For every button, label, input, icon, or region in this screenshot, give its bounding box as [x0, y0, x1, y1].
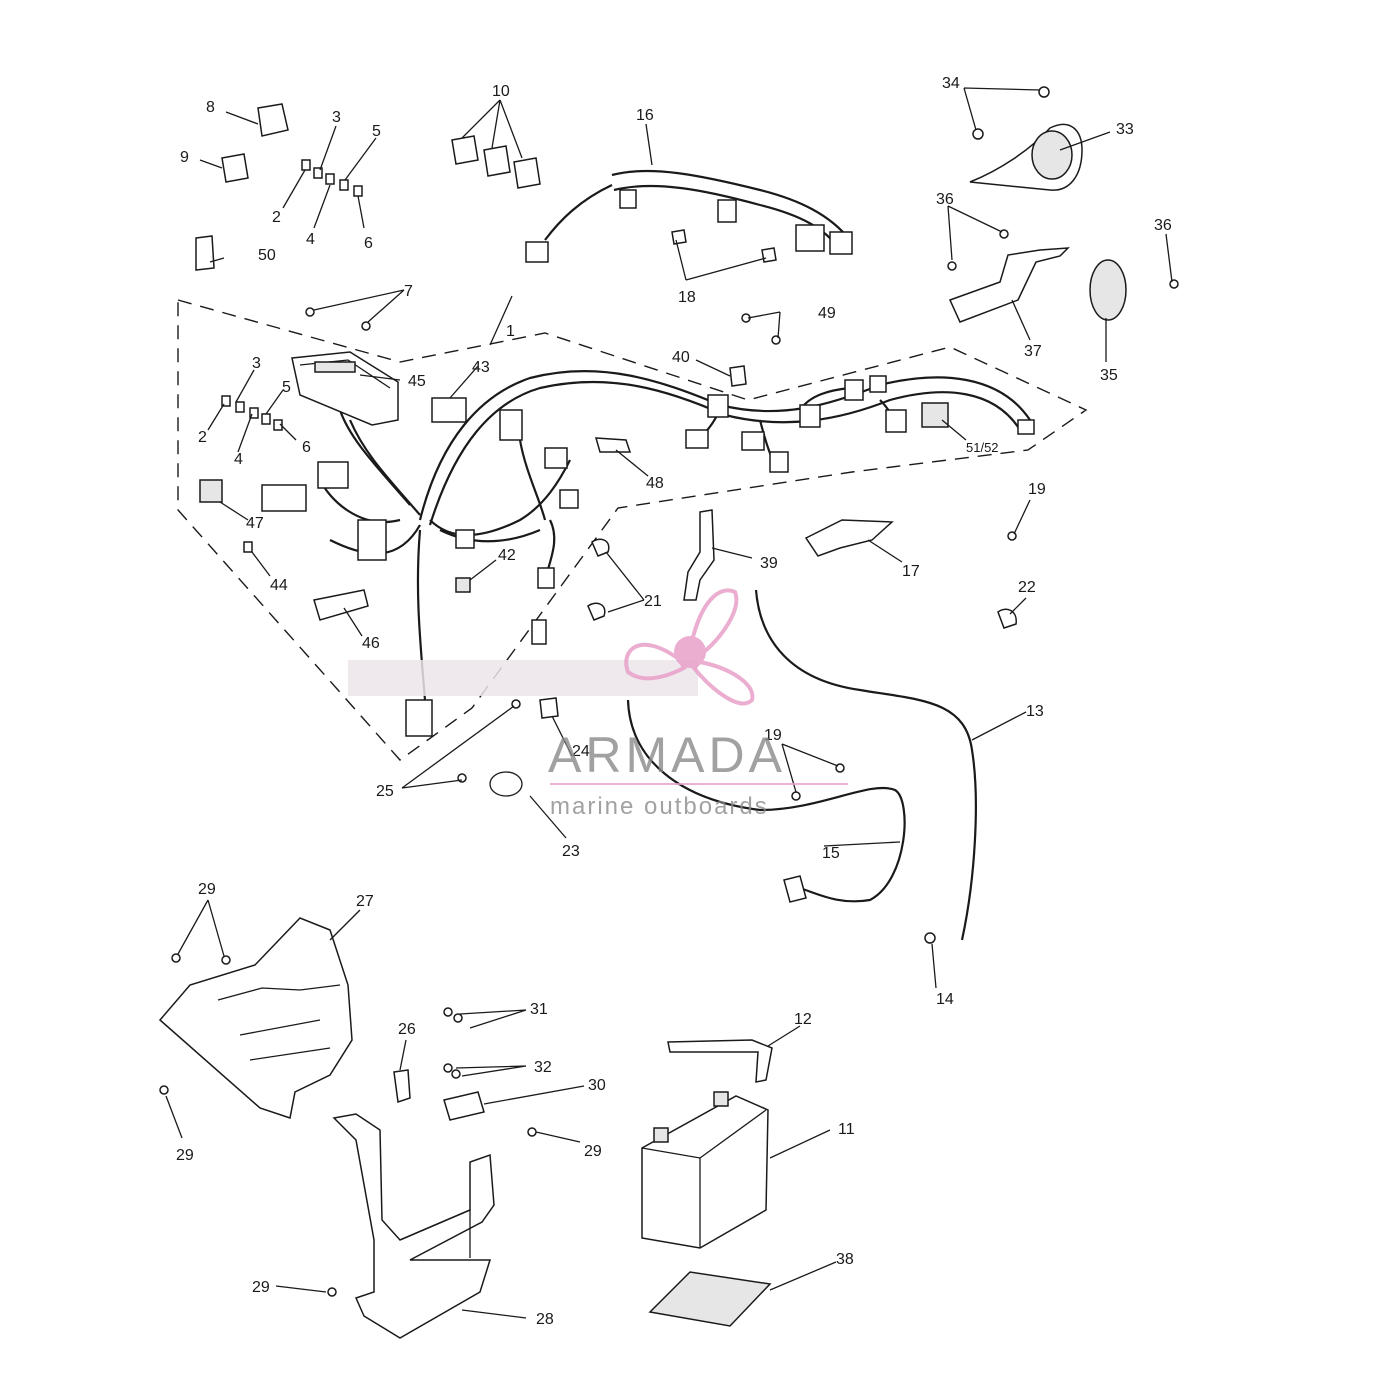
- label-34: 34: [942, 75, 960, 92]
- horn-33: [969, 123, 1083, 191]
- battery-11: [641, 1091, 769, 1249]
- label-3-top: 3: [332, 109, 341, 126]
- bracket-17: [804, 519, 894, 557]
- label-36-left: 36: [936, 191, 954, 208]
- label-1: 1: [506, 323, 515, 340]
- label-28: 28: [536, 1311, 554, 1328]
- clamp-21-upper: [591, 538, 610, 557]
- speaker-35: [1089, 259, 1127, 321]
- label-12: 12: [794, 1011, 812, 1028]
- label-51-52: 51/52: [966, 440, 999, 455]
- label-31: 31: [530, 1001, 548, 1018]
- label-29-top: 29: [198, 881, 216, 898]
- label-4-top: 4: [306, 231, 315, 248]
- label-3-lower: 3: [252, 355, 261, 372]
- bracket-39: [683, 509, 715, 601]
- label-36-right: 36: [1154, 217, 1172, 234]
- label-25: 25: [376, 783, 394, 800]
- starter-relay-30: [443, 1091, 485, 1121]
- label-5-top: 5: [372, 123, 381, 140]
- label-32: 32: [534, 1059, 552, 1076]
- label-42: 42: [498, 547, 516, 564]
- armada-logo: [624, 588, 755, 706]
- label-47: 47: [246, 515, 264, 532]
- cable-13: [754, 589, 977, 941]
- battery-cover-27: [158, 917, 353, 1119]
- propeller-icon: [624, 588, 755, 706]
- label-46: 46: [362, 635, 380, 652]
- label-43: 43: [472, 359, 490, 376]
- label-18: 18: [678, 289, 696, 306]
- label-29-mid: 29: [584, 1143, 602, 1160]
- label-30: 30: [588, 1077, 606, 1094]
- label-2-top: 2: [272, 209, 281, 226]
- harness-boundary: [177, 299, 1088, 761]
- label-19-lower: 19: [764, 727, 782, 744]
- label-39: 39: [760, 555, 778, 572]
- fuse-26: [393, 1069, 411, 1103]
- label-9: 9: [180, 149, 189, 166]
- relays-top: [221, 103, 541, 189]
- brand-wordmark: ARMADA: [548, 727, 786, 783]
- battery-strap-12: [667, 1039, 773, 1083]
- relay-51-52: [921, 402, 949, 428]
- label-17: 17: [902, 563, 920, 580]
- part-labels: 1 2 2 3 3 4 4 5 5 6 6 7 8 9 10 11 12 13 …: [176, 75, 1172, 1328]
- clamp-21-lower: [587, 602, 606, 621]
- label-22: 22: [1018, 579, 1036, 596]
- clamp-22: [997, 608, 1017, 629]
- label-37: 37: [1024, 343, 1042, 360]
- small-parts: [199, 229, 777, 719]
- fuse-box: [291, 351, 399, 426]
- harness-connectors: [261, 375, 1035, 737]
- label-50: 50: [258, 247, 276, 264]
- sub-harness-16: [525, 169, 853, 263]
- label-6-lower: 6: [302, 439, 311, 456]
- fuses-top: [221, 159, 363, 431]
- label-27: 27: [356, 893, 374, 910]
- label-16: 16: [636, 107, 654, 124]
- label-23: 23: [562, 843, 580, 860]
- label-10: 10: [492, 83, 510, 100]
- label-13: 13: [1026, 703, 1044, 720]
- bracket-50: [195, 235, 215, 271]
- label-7: 7: [404, 283, 413, 300]
- label-5-lower: 5: [282, 379, 291, 396]
- label-24: 24: [572, 743, 590, 760]
- label-2-lower: 2: [198, 429, 207, 446]
- label-49: 49: [818, 305, 836, 322]
- label-35: 35: [1100, 367, 1118, 384]
- label-29-left: 29: [176, 1147, 194, 1164]
- label-40: 40: [672, 349, 690, 366]
- label-6-top: 6: [364, 235, 373, 252]
- label-4-lower: 4: [234, 451, 243, 468]
- label-44: 44: [270, 577, 288, 594]
- label-29-bottom: 29: [252, 1279, 270, 1296]
- bracket-37: [948, 247, 1070, 323]
- label-33: 33: [1116, 121, 1134, 138]
- leader-lines: [165, 87, 1173, 1319]
- label-45: 45: [408, 373, 426, 390]
- label-19-right: 19: [1028, 481, 1046, 498]
- label-15: 15: [822, 845, 840, 862]
- battery-pad-38: [648, 1271, 772, 1327]
- brand-tagline: marine outboards: [550, 793, 769, 820]
- o-ring-23: [489, 771, 523, 797]
- label-21: 21: [644, 593, 662, 610]
- battery-tray-28: [332, 1113, 495, 1339]
- label-38: 38: [836, 1251, 854, 1268]
- label-8: 8: [206, 99, 215, 116]
- label-11: 11: [838, 1121, 855, 1138]
- label-26: 26: [398, 1021, 416, 1038]
- cable-15: [626, 699, 906, 903]
- label-14: 14: [936, 991, 954, 1008]
- label-48: 48: [646, 475, 664, 492]
